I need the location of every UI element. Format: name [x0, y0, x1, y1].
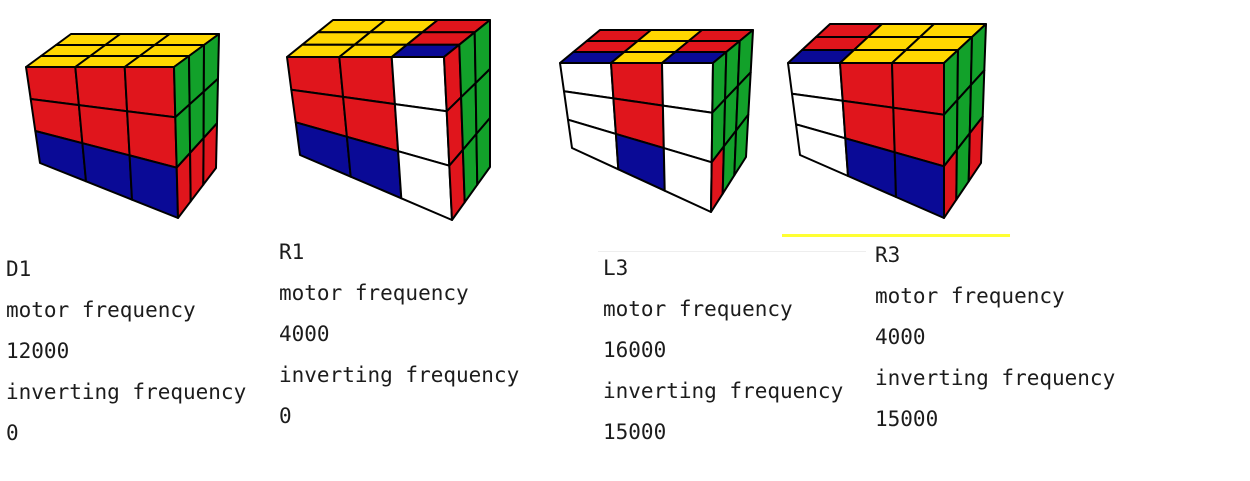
inverting-frequency-label: inverting frequency — [603, 379, 844, 403]
inverting-frequency-value: 15000 — [875, 407, 939, 431]
inverting-frequency-label: inverting frequency — [6, 380, 247, 404]
inverting-frequency-label: inverting frequency — [875, 366, 1116, 390]
cube-l3 — [559, 29, 754, 213]
right-face-facelet — [967, 115, 984, 183]
caption-d1: D1 motor frequency 12000 inverting frequ… — [6, 249, 246, 454]
cube-r3 — [787, 23, 987, 219]
caption-l3: L3 motor frequency 16000 inverting frequ… — [603, 248, 843, 453]
motor-frequency-label: motor frequency — [6, 298, 196, 322]
right-face-facelet — [202, 122, 218, 186]
caption-r1: R1 motor frequency 4000 inverting freque… — [279, 232, 519, 437]
right-face-facelet — [475, 117, 491, 186]
grey-divider — [598, 251, 866, 252]
move-name: L3 — [603, 256, 629, 280]
inverting-frequency-value: 15000 — [603, 420, 667, 444]
front-face-facelet — [891, 62, 945, 116]
motor-frequency-label: motor frequency — [279, 281, 469, 305]
caption-r3: R3 motor frequency 4000 inverting freque… — [875, 235, 1115, 440]
move-name: D1 — [6, 257, 32, 281]
move-name: R1 — [279, 240, 305, 264]
right-face-facelet — [733, 113, 750, 177]
inverting-frequency-label: inverting frequency — [279, 363, 520, 387]
cube-d1 — [25, 33, 220, 219]
inverting-frequency-value: 0 — [6, 421, 19, 445]
motor-frequency-label: motor frequency — [603, 297, 793, 321]
motor-frequency-label: motor frequency — [875, 284, 1065, 308]
motor-frequency-value: 12000 — [6, 339, 70, 363]
inverting-frequency-value: 0 — [279, 404, 292, 428]
yellow-divider — [782, 234, 1010, 237]
cube-r1 — [286, 19, 491, 221]
motor-frequency-value: 16000 — [603, 338, 667, 362]
motor-frequency-value: 4000 — [279, 322, 330, 346]
motor-frequency-value: 4000 — [875, 325, 926, 349]
move-name: R3 — [875, 243, 901, 267]
